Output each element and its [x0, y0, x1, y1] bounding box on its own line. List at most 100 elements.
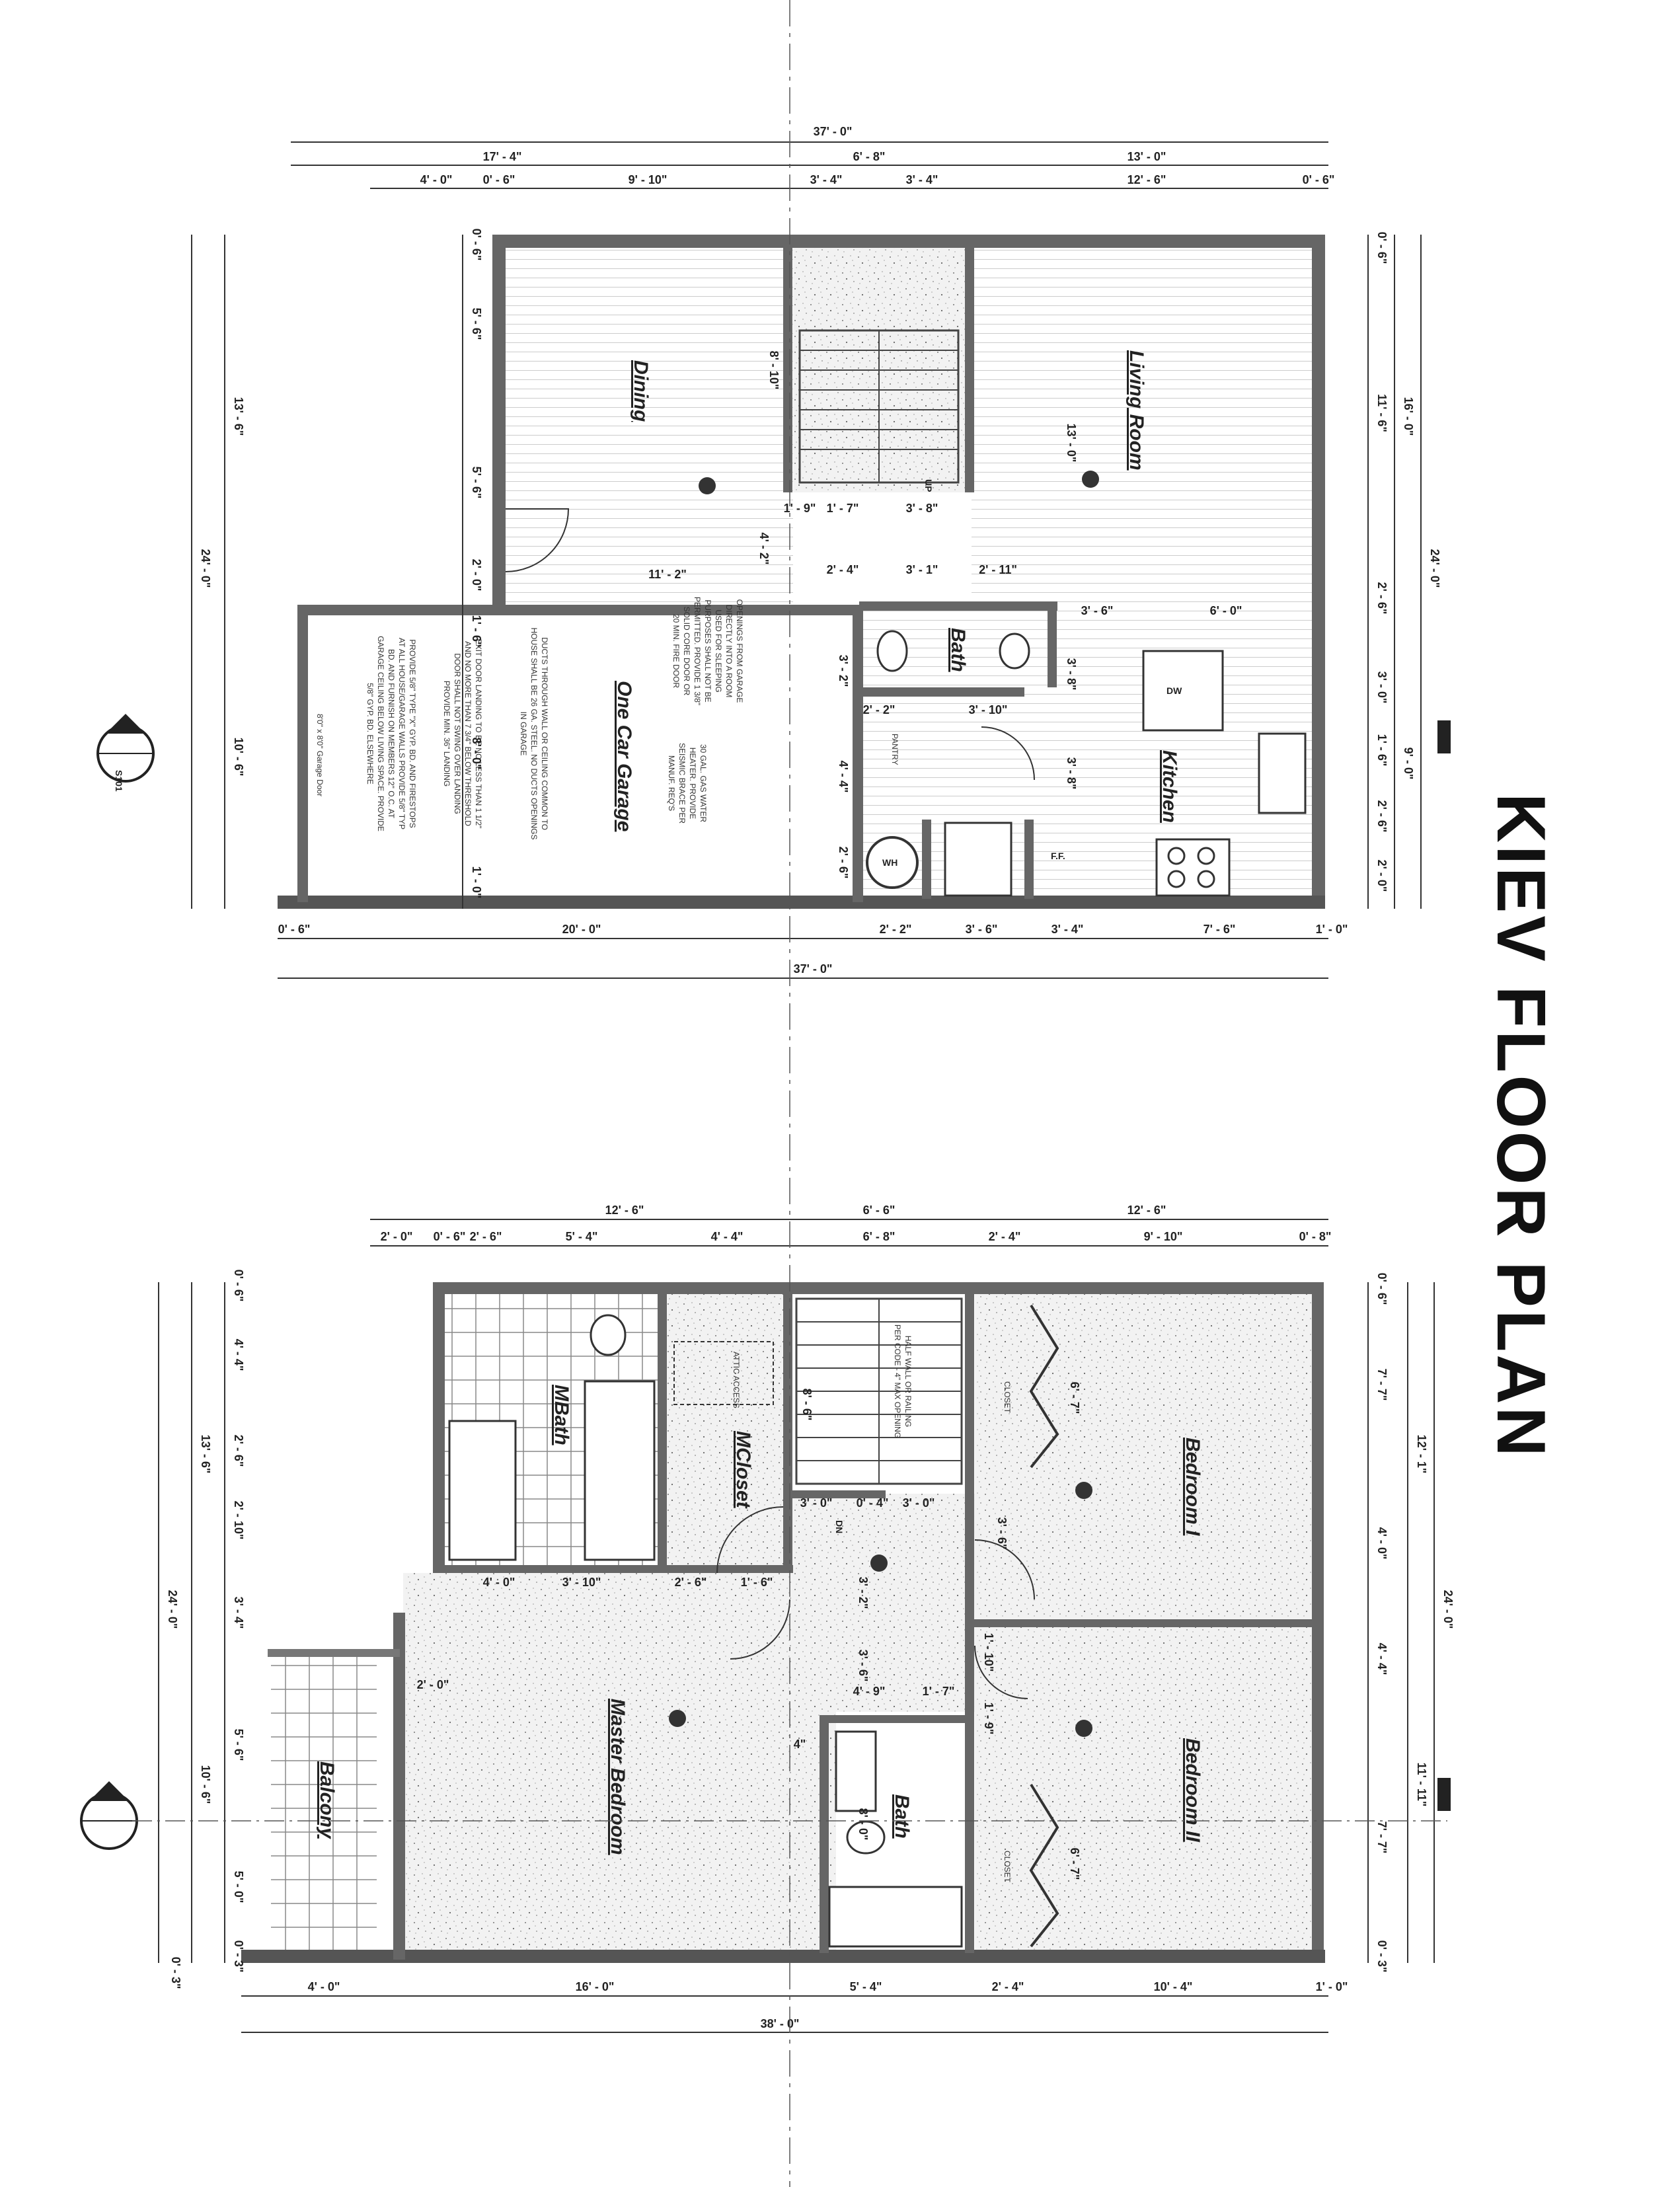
- first-floor-outer-wall: [492, 235, 1325, 248]
- range-burner-4: [1197, 870, 1215, 888]
- pantry-wall: [859, 687, 1024, 697]
- interior-dimension: 8' - 10": [767, 351, 781, 390]
- garage-door-label: 8'0" x 8'0" Garage Door: [315, 714, 325, 796]
- interior-dimension: 1' - 10": [982, 1633, 995, 1672]
- bath-sink: [999, 633, 1030, 670]
- interior-dimension: 11' - 2": [648, 568, 687, 581]
- master-left-wall: [393, 1613, 405, 1960]
- right-dimension: 0' - 6": [1375, 232, 1389, 264]
- right-dimension: 0' - 6": [1375, 1273, 1389, 1305]
- right-dimension: 4' - 0": [1375, 1527, 1389, 1560]
- top-dimension: 9' - 10": [1144, 1230, 1183, 1243]
- overall-width-bottom: 37' - 0": [794, 962, 833, 976]
- interior-dimension: 3' - 6": [857, 1650, 870, 1682]
- dining-light: [699, 477, 716, 494]
- bottom-dimension: 0' - 6": [278, 923, 311, 936]
- garage-note-line: BD. AND FURNISH ON MEMBERS 12" O.C. AT: [387, 649, 396, 819]
- interior-dimension: 3' - 1": [906, 563, 938, 576]
- stair-up-label: UP: [923, 479, 934, 492]
- balcony-floor: [271, 1652, 377, 1953]
- garage-floor: [301, 608, 859, 899]
- left-dimension: 2' - 6": [232, 1435, 245, 1467]
- bedroom2-door-swing: [974, 1645, 1028, 1699]
- top-dimension: 13' - 0": [1127, 150, 1166, 163]
- bedroom1-label: Bedroom I: [1182, 1438, 1203, 1536]
- first-floor-right-wall: [1312, 235, 1325, 905]
- mbath-toilet: [590, 1314, 627, 1356]
- living-floor: [972, 241, 1315, 608]
- section-marker-label: S101: [114, 770, 124, 792]
- garage-note-line: SEISMIC BRACE PER: [677, 743, 687, 824]
- interior-dimension: 1' - 6": [741, 1576, 773, 1589]
- garage-note-line: USED FOR SLEEPING: [714, 609, 723, 692]
- hall-floor: [790, 1494, 975, 1712]
- mbath-label: MBath: [551, 1385, 572, 1445]
- second-floor-top-wall: [433, 1282, 1322, 1294]
- interior-dimension: 3' - 8": [1065, 658, 1078, 691]
- left-dimension: 0' - 6": [470, 229, 483, 261]
- interior-dimension: 3' - 2": [857, 1577, 870, 1609]
- left-overall-dimension: 24' - 0": [166, 1590, 179, 1629]
- interior-dimension: 4' - 0": [483, 1576, 515, 1589]
- master-floor: [403, 1573, 836, 1953]
- bedroom2-floor: [975, 1623, 1315, 1953]
- top-dimension: 12' - 6": [1127, 173, 1166, 186]
- top-dimension: 3' - 4": [810, 173, 843, 186]
- right-dimension: 9' - 0": [1402, 748, 1415, 780]
- bedroom1-light: [1075, 1482, 1092, 1499]
- interior-dimension: 13' - 0": [1065, 424, 1078, 463]
- stair-wall-right: [965, 241, 974, 492]
- garage-note-line: GARAGE CEILING BELOW LIVING SPACE. PROVI…: [376, 636, 385, 831]
- balcony-top-wall: [268, 1649, 400, 1657]
- left-dimension: 0' - 3": [232, 1940, 245, 1973]
- attic-access-label: ATTIC ACCESS: [732, 1352, 741, 1408]
- kitchen-sink: [1258, 732, 1307, 814]
- interior-dimension: 2' - 0": [417, 1678, 449, 1691]
- interior-dimension: 4' - 9": [853, 1685, 886, 1698]
- top-dimension: 5' - 4": [566, 1230, 598, 1243]
- top-dimension: 2' - 6": [470, 1230, 502, 1243]
- second-floor-dimension-labels: 12' - 6"6' - 6"12' - 6"2' - 0"0' - 6"2' …: [166, 1204, 1455, 2030]
- top-dimension: 3' - 4": [906, 173, 938, 186]
- first-floor-dimension-lines: [191, 141, 1422, 979]
- first-floor-bottom-wall: [278, 896, 1325, 909]
- bedroom1-door-swing: [974, 1539, 1035, 1600]
- left-dimension: 10' - 6": [199, 1765, 212, 1804]
- master-door-swing: [730, 1599, 790, 1660]
- interior-dimension: 1' - 9": [784, 502, 816, 515]
- right-dimension: 2' - 0": [1375, 860, 1389, 892]
- mcloset-label: MCloset: [732, 1431, 754, 1510]
- garage-note-line: 5/8" GYP. BD. ELSEWHERE: [365, 683, 375, 784]
- stair-wall-top: [790, 1490, 886, 1498]
- left-dimension: 5' - 6": [470, 308, 483, 340]
- right-dimension: 7' - 7": [1375, 1369, 1389, 1401]
- top-dimension: 2' - 0": [381, 1230, 413, 1243]
- garage-note-line: DOOR SHALL NOT SWING OVER LANDING: [453, 653, 462, 814]
- interior-dimension: 0' - 4": [857, 1496, 889, 1510]
- bath-toilet: [876, 630, 908, 672]
- living-light: [1082, 471, 1099, 488]
- bedroom1-closet-label: CLOSET: [1003, 1381, 1012, 1414]
- bottom-dimension: 7' - 6": [1203, 923, 1236, 936]
- left-dimension: 5' - 6": [470, 467, 483, 499]
- interior-dimension: 4": [794, 1738, 806, 1751]
- bottom-dimension: 16' - 0": [576, 1980, 615, 1993]
- left-dimension: 2' - 0": [470, 559, 483, 592]
- garage-note-line: 30 GAL. GAS WATER: [699, 744, 708, 822]
- interior-dimension: 4' - 4": [837, 761, 850, 793]
- bath-wall-top: [859, 601, 1057, 611]
- left-dimension: 13' - 6": [232, 397, 245, 436]
- bath-label: Bath: [947, 628, 969, 672]
- left-dimension: 4' - 4": [232, 1339, 245, 1371]
- first-floor-plan: UP DW WH F.F. Dining Living Room One Car…: [96, 125, 1451, 979]
- railing-note-line: HALF WALL OR RAILING: [903, 1336, 913, 1427]
- ff-label: F.F.: [1051, 851, 1065, 861]
- section-marker-2: [80, 1781, 138, 1850]
- pantry-label: PANTRY: [890, 734, 899, 765]
- top-dimension: 17' - 4": [483, 150, 522, 163]
- interior-dimension: 3' - 10": [562, 1576, 601, 1589]
- right-overall-dimension: 24' - 0": [1441, 1590, 1455, 1629]
- garage-top-wall: [297, 605, 859, 615]
